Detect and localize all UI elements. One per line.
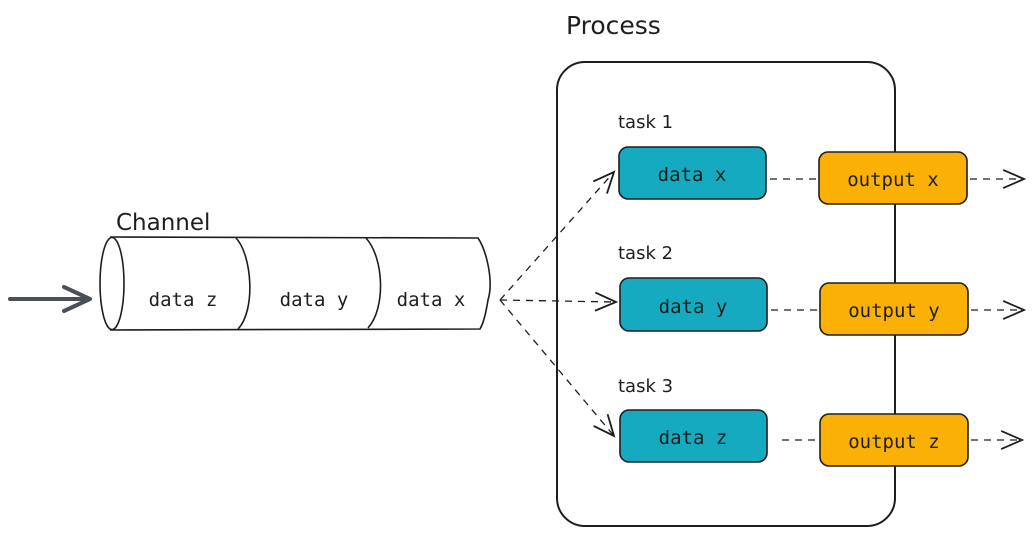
output-y-text: output y — [848, 300, 940, 322]
task-1-data-text: data x — [658, 164, 727, 186]
task-3-data-text: data z — [659, 427, 728, 449]
task-3-data-box — [619, 409, 768, 463]
task-1-data-box — [618, 146, 767, 200]
channel-cell-data-x: data x — [397, 289, 466, 311]
output-x-box — [818, 151, 968, 205]
channel-divider-2 — [365, 237, 382, 329]
task-3-label: task 3 — [618, 376, 673, 397]
output-x-text: output x — [847, 169, 939, 191]
task-1-label: task 1 — [618, 112, 673, 133]
channel-left-cap — [99, 236, 125, 331]
channel-divider-1 — [235, 237, 251, 330]
arrow-to-task-3 — [499, 299, 616, 438]
task-2-data-box — [619, 277, 768, 332]
process-title: Process — [566, 11, 661, 40]
input-arrow — [8, 285, 92, 313]
arrow-to-task-2 — [499, 291, 619, 312]
task-2-data-text: data y — [659, 296, 728, 318]
output-z-box — [819, 413, 969, 467]
channel-cell-data-z: data z — [149, 289, 218, 311]
output-y-box — [819, 282, 969, 336]
task-2-label: task 2 — [618, 243, 673, 264]
arrow-to-task-1 — [499, 170, 616, 301]
channel-title: Channel — [116, 210, 210, 236]
channel-body — [109, 236, 491, 331]
output-z-text: output z — [848, 431, 940, 453]
channel-tube — [99, 236, 491, 331]
channel-cell-data-y: data y — [280, 289, 349, 311]
